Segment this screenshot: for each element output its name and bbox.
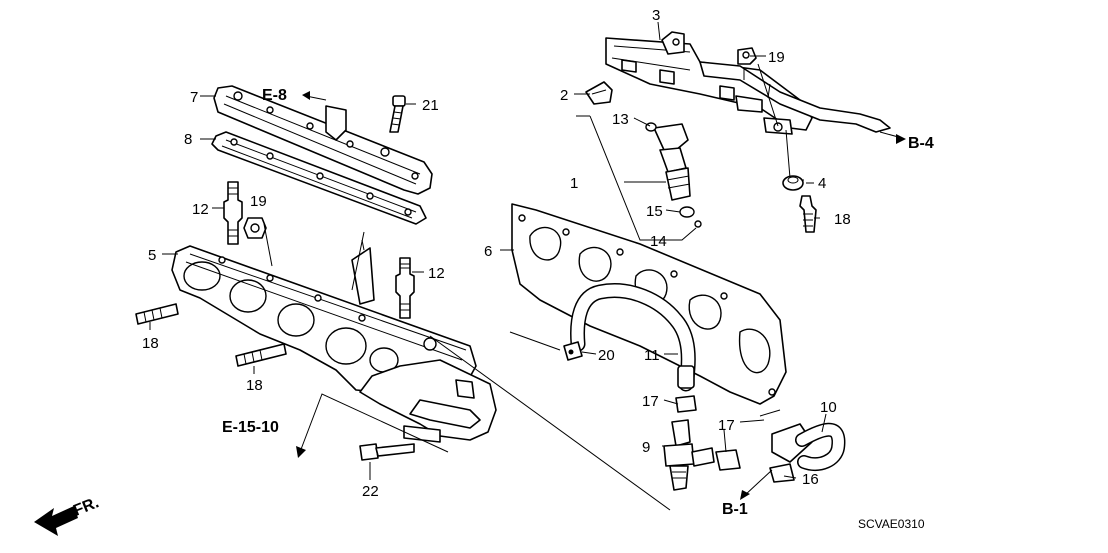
front-label: FR. xyxy=(71,494,101,519)
leader-lines xyxy=(149,21,827,511)
callout-18-right: 18 xyxy=(834,211,851,228)
callout-18-middle: 18 xyxy=(246,377,263,394)
callout-4: 4 xyxy=(818,175,826,192)
callout-11: 11 xyxy=(644,347,660,364)
cover-gasket xyxy=(211,131,427,225)
manifold-hardware xyxy=(135,181,415,461)
ref-b4: B-4 xyxy=(908,135,934,152)
callout-12-right: 12 xyxy=(428,265,445,282)
callout-9: 9 xyxy=(642,439,650,456)
callout-15: 15 xyxy=(646,203,663,220)
diagram-code: SCVAE0310 xyxy=(858,517,925,531)
ref-e8: E-8 xyxy=(262,87,287,104)
callout-19-right: 19 xyxy=(768,49,785,66)
fuel-rail xyxy=(605,31,891,135)
pcv-valve xyxy=(663,419,715,491)
rail-hardware xyxy=(585,47,817,233)
callout-5: 5 xyxy=(148,247,156,264)
callout-21: 21 xyxy=(422,97,439,114)
clamp-17 xyxy=(675,395,741,471)
ref-arrows xyxy=(296,91,906,500)
callout-8: 8 xyxy=(184,131,192,148)
intake-manifold xyxy=(171,245,497,443)
callout-13: 13 xyxy=(612,111,629,128)
callout-7: 7 xyxy=(190,89,198,106)
callout-22: 22 xyxy=(362,483,379,500)
breather-hose xyxy=(769,422,846,483)
callout-10: 10 xyxy=(820,399,837,416)
front-arrow-icon: FR. xyxy=(34,494,101,536)
callout-3: 3 xyxy=(652,7,660,24)
callout-16: 16 xyxy=(802,471,819,488)
callout-17-left: 17 xyxy=(642,393,659,410)
callout-12-left: 12 xyxy=(192,201,209,218)
callout-18-left: 18 xyxy=(142,335,159,352)
hose-clamp-20 xyxy=(563,341,583,361)
fuel-injector xyxy=(645,122,702,228)
callout-1: 1 xyxy=(570,175,578,192)
callout-2: 2 xyxy=(560,87,568,104)
callout-14: 14 xyxy=(650,233,667,250)
ref-b1: B-1 xyxy=(722,501,748,518)
callout-20: 20 xyxy=(598,347,615,364)
callout-17-right: 17 xyxy=(718,417,735,434)
ref-e1510: E-15-10 xyxy=(222,419,279,436)
callout-19-left: 19 xyxy=(250,193,267,210)
bolt-21 xyxy=(389,95,406,133)
intake-manifold-cover xyxy=(213,85,433,195)
callout-6: 6 xyxy=(484,243,492,260)
vacuum-hose xyxy=(570,283,696,392)
